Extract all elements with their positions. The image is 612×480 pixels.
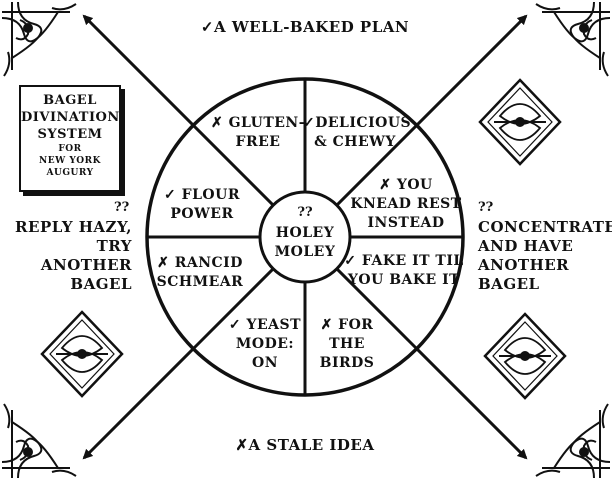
segment-for-birds-line-1: ✗ FOR [320, 317, 374, 333]
corner-ornament-top-right [535, 1, 611, 77]
left-answer-line-3: BAGEL [70, 275, 132, 293]
wheel-hub [258, 190, 352, 284]
left-answer-line-1: REPLY HAZY, [15, 218, 132, 236]
corner-ornament-bottom-right [535, 403, 611, 479]
wheel-outer-ring [145, 77, 465, 397]
center-line-2: MOLEY [274, 244, 336, 260]
segment-gluten-free-line-1: ✗ GLUTEN- [210, 115, 306, 131]
segment-for-birds: ✗ FOR THE BIRDS [302, 316, 392, 373]
segment-yeast-mode-line-1: ✓ YEAST [228, 317, 302, 333]
segment-yeast-mode-line-3: ON [252, 355, 278, 371]
left-answer-marks: ?? [114, 200, 130, 215]
segment-knead-rest-line-2: KNEAD REST [350, 196, 462, 212]
segment-rancid: ✗ RANCID SCHMEAR [150, 254, 250, 292]
diamond-ornament-right-top [478, 78, 562, 166]
title-line-4: FOR [58, 144, 82, 154]
left-answer: REPLY HAZY, TRY ANOTHER BAGEL [4, 218, 132, 294]
title-line-5: NEW YORK [39, 156, 101, 166]
segment-delicious-line-2: & CHEWY [314, 134, 396, 150]
segment-rancid-line-1: ✗ RANCID [157, 255, 243, 271]
segment-flour-power: ✓ FLOUR POWER [152, 186, 252, 224]
segment-for-birds-line-2: THE [329, 336, 365, 352]
segment-fake-it-line-2: YOU BAKE IT [347, 272, 461, 288]
bottom-answer: ✗A STALE IDEA [235, 436, 375, 454]
right-answer-marks: ?? [478, 200, 494, 215]
title-line-6: AUGURY [46, 168, 94, 178]
segment-flour-power-line-1: ✓ FLOUR [164, 187, 240, 203]
segment-knead-rest: ✗ YOU KNEAD REST INSTEAD [348, 176, 464, 233]
segment-for-birds-line-3: BIRDS [319, 355, 375, 371]
left-answer-line-2: TRY ANOTHER [40, 237, 132, 274]
title-line-3: SYSTEM [37, 127, 103, 142]
segment-knead-rest-line-1: ✗ YOU [379, 177, 433, 193]
corner-ornament-top-left [1, 1, 77, 77]
segment-yeast-mode: ✓ YEAST MODE: ON [220, 316, 310, 373]
right-answer-line-1: CONCENTRATE [478, 218, 612, 236]
segment-yeast-mode-line-2: MODE: [235, 336, 295, 352]
right-answer: CONCENTRATE AND HAVE ANOTHER BAGEL [478, 218, 612, 294]
right-answer-line-3: ANOTHER BAGEL [478, 256, 570, 293]
diamond-ornament-left-bottom [40, 310, 124, 398]
diamond-ornament-right-bottom [483, 312, 567, 400]
title-line-2: DIVINATION [21, 110, 120, 125]
segment-fake-it-line-1: ✓ FAKE IT TIL [344, 253, 464, 269]
title-box: BAGEL DIVINATION SYSTEM FOR NEW YORK AUG… [19, 85, 121, 192]
segment-rancid-line-2: SCHMEAR [156, 274, 244, 290]
center-label: HOLEY MOLEY [262, 224, 348, 262]
segment-knead-rest-line-3: INSTEAD [367, 215, 445, 231]
segment-gluten-free-line-2: FREE [235, 134, 281, 150]
segment-delicious-line-1: ✓DELICIOUS [303, 115, 412, 131]
right-answer-line-2: AND HAVE [478, 237, 574, 255]
segment-fake-it: ✓ FAKE IT TIL YOU BAKE IT [344, 252, 464, 290]
corner-ornament-bottom-left [1, 403, 77, 479]
center-line-1: HOLEY [275, 225, 335, 241]
segment-gluten-free: ✗ GLUTEN- FREE [208, 114, 308, 152]
segment-delicious: ✓DELICIOUS & CHEWY [303, 114, 412, 152]
center-marks: ?? [297, 205, 313, 220]
title-line-1: BAGEL [43, 93, 97, 108]
top-answer: ✓A WELL-BAKED PLAN [200, 18, 410, 36]
segment-flour-power-line-2: POWER [170, 206, 234, 222]
